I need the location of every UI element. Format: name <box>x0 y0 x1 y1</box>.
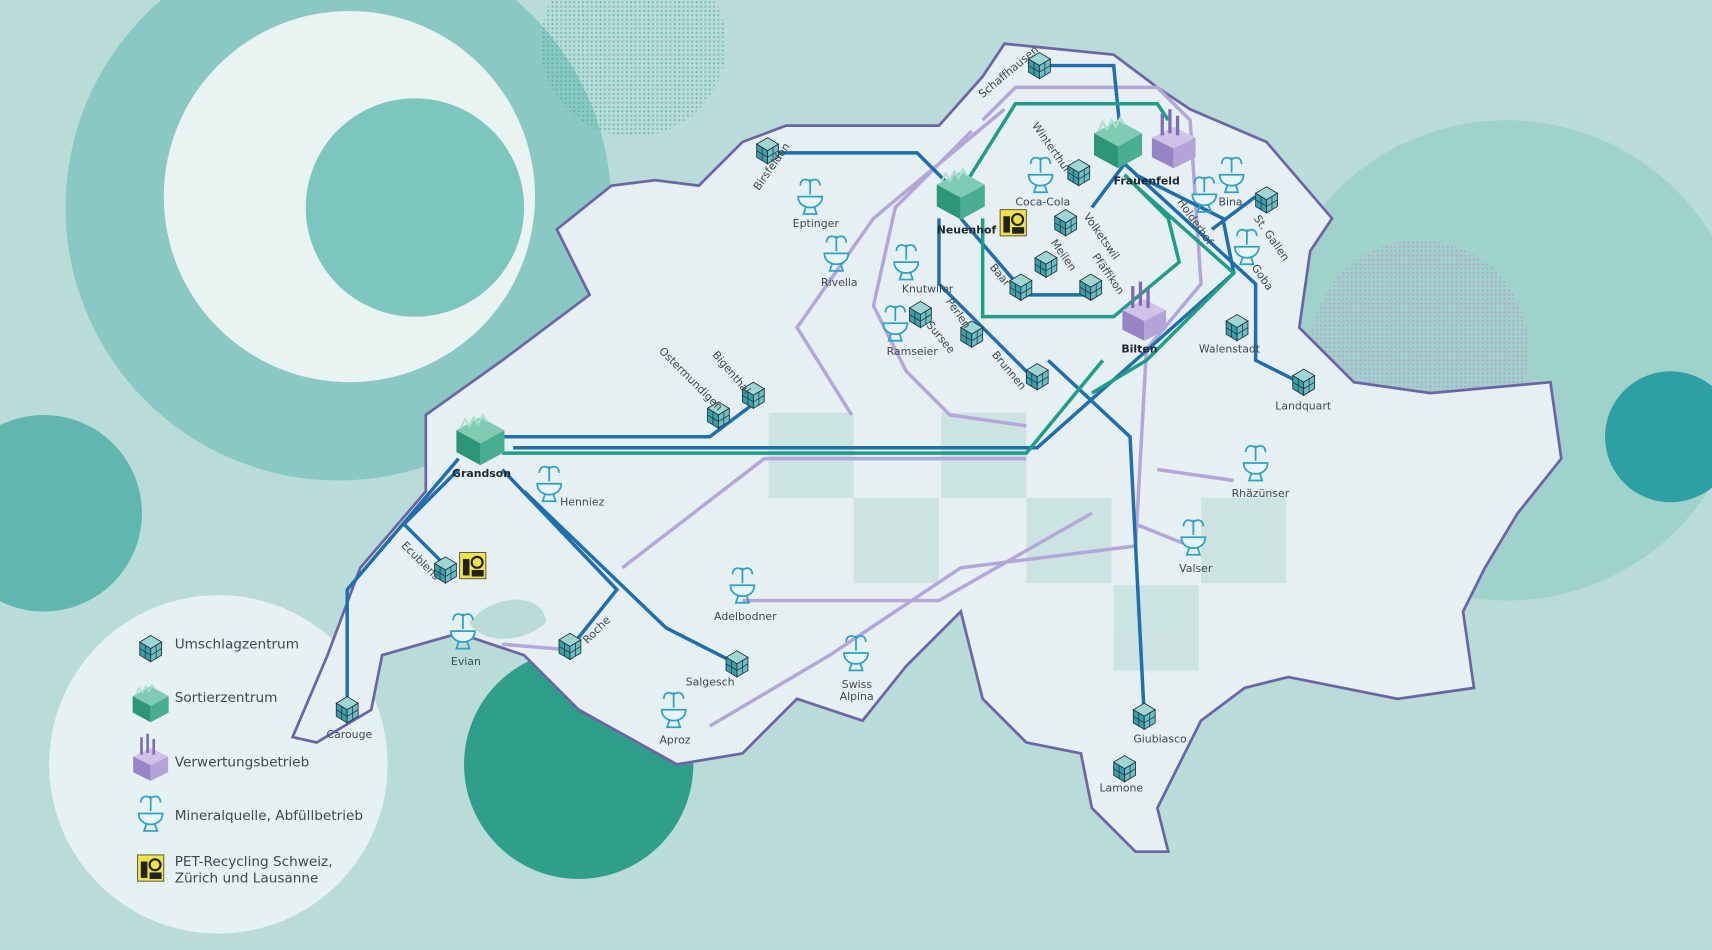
transfer-center[interactable]: Salgesch <box>686 650 749 689</box>
lake-geneva <box>469 599 546 639</box>
legend: Umschlagzentrum Sortierzentrum Verwertun… <box>131 635 363 886</box>
svg-text:Knutwiler: Knutwiler <box>902 283 954 296</box>
svg-text:Giubiasco: Giubiasco <box>1133 733 1187 746</box>
svg-text:Aproz: Aproz <box>659 734 690 747</box>
svg-text:PET-Recycling Schweiz,: PET-Recycling Schweiz, <box>175 854 333 870</box>
svg-text:Evian: Evian <box>451 655 481 668</box>
mineral-spring[interactable]: Rhäzünser <box>1232 444 1290 500</box>
sorting-center-grandson[interactable]: Grandson <box>452 413 511 480</box>
transfer-center[interactable]: Landquart <box>1275 368 1332 412</box>
mineral-spring[interactable]: Coca-Cola <box>1015 156 1070 208</box>
svg-text:Valser: Valser <box>1179 562 1213 575</box>
mineral-spring[interactable]: Aproz <box>659 691 691 747</box>
svg-text:Landquart: Landquart <box>1275 399 1332 412</box>
svg-text:Umschlagzentrum: Umschlagzentrum <box>175 637 299 653</box>
mineral-spring[interactable]: Adelbodner <box>714 566 777 623</box>
svg-text:Henniez: Henniez <box>560 496 604 509</box>
mineral-spring[interactable]: Bina <box>1218 156 1245 208</box>
legend-item-pet-recycling: PET-Recycling Schweiz,Zürich und Lausann… <box>136 853 333 886</box>
transfer-center[interactable]: Carouge <box>326 696 373 741</box>
pet-recycling-zurich[interactable] <box>999 208 1028 237</box>
transfer-center[interactable]: Giubiasco <box>1132 702 1187 746</box>
deco-circle <box>540 0 727 137</box>
sorting-center-neuenhof[interactable]: Neuenhof <box>935 168 997 237</box>
mineral-spring[interactable]: Eptinger <box>793 178 840 230</box>
legend-item-umschlagzentrum: Umschlagzentrum <box>139 635 299 663</box>
svg-text:Walenstadt: Walenstadt <box>1199 343 1261 356</box>
legend-item-verwertungsbetrieb: Verwertungsbetrieb <box>133 733 310 781</box>
svg-text:Coca-Cola: Coca-Cola <box>1015 195 1070 208</box>
svg-text:Neuenhof: Neuenhof <box>937 224 997 237</box>
mineral-spring[interactable]: Evian <box>450 612 481 668</box>
mineral-spring[interactable]: Henniez <box>536 465 605 509</box>
svg-text:Sortierzentrum: Sortierzentrum <box>175 690 278 706</box>
svg-text:Adelbodner: Adelbodner <box>714 610 777 623</box>
svg-text:Eptinger: Eptinger <box>793 217 840 230</box>
svg-text:Alpina: Alpina <box>840 690 874 703</box>
svg-text:Carouge: Carouge <box>326 728 372 741</box>
svg-text:Grandson: Grandson <box>452 467 511 480</box>
svg-text:Salgesch: Salgesch <box>686 676 735 689</box>
pet-recycling-lausanne[interactable] <box>458 551 487 580</box>
svg-text:Verwertungsbetrieb: Verwertungsbetrieb <box>175 755 310 771</box>
transfer-center[interactable]: Lamone <box>1099 755 1143 795</box>
legend-item-mineralquelle: Mineralquelle, Abfüllbetrieb <box>137 795 363 832</box>
recycling-plant-bilten[interactable]: Bilten <box>1121 281 1167 356</box>
svg-text:Ramseier: Ramseier <box>887 345 939 358</box>
svg-text:Swiss: Swiss <box>842 678 873 691</box>
mineral-spring[interactable]: Knutwiler <box>893 243 954 296</box>
deco-circle <box>1605 371 1712 503</box>
checker-overlay <box>768 412 1287 671</box>
svg-text:Rhäzünser: Rhäzünser <box>1232 487 1290 500</box>
svg-text:Lamone: Lamone <box>1099 782 1143 795</box>
svg-text:Bina: Bina <box>1218 195 1242 208</box>
legend-item-sortierzentrum: Sortierzentrum <box>131 683 278 724</box>
pet-logo-icon <box>136 853 165 883</box>
legend-background <box>49 595 388 934</box>
svg-text:Bilten: Bilten <box>1121 343 1157 356</box>
deco-circle <box>305 98 525 317</box>
sorting-center-frauenfeld[interactable]: Frauenfeld <box>1092 116 1180 188</box>
svg-text:Rivella: Rivella <box>821 276 858 289</box>
routes <box>345 63 1301 728</box>
svg-text:Zürich und Lausanne: Zürich und Lausanne <box>175 870 319 886</box>
mineral-spring[interactable]: Valser <box>1179 518 1213 575</box>
mineral-spring[interactable]: Ramseier <box>882 304 939 358</box>
svg-text:Mineralquelle, Abfüllbetrieb: Mineralquelle, Abfüllbetrieb <box>175 808 363 824</box>
mineral-spring[interactable]: Rivella <box>821 235 858 289</box>
svg-text:Frauenfeld: Frauenfeld <box>1114 175 1180 188</box>
deco-circle <box>0 414 142 612</box>
transfer-center[interactable]: Walenstadt <box>1199 314 1261 356</box>
